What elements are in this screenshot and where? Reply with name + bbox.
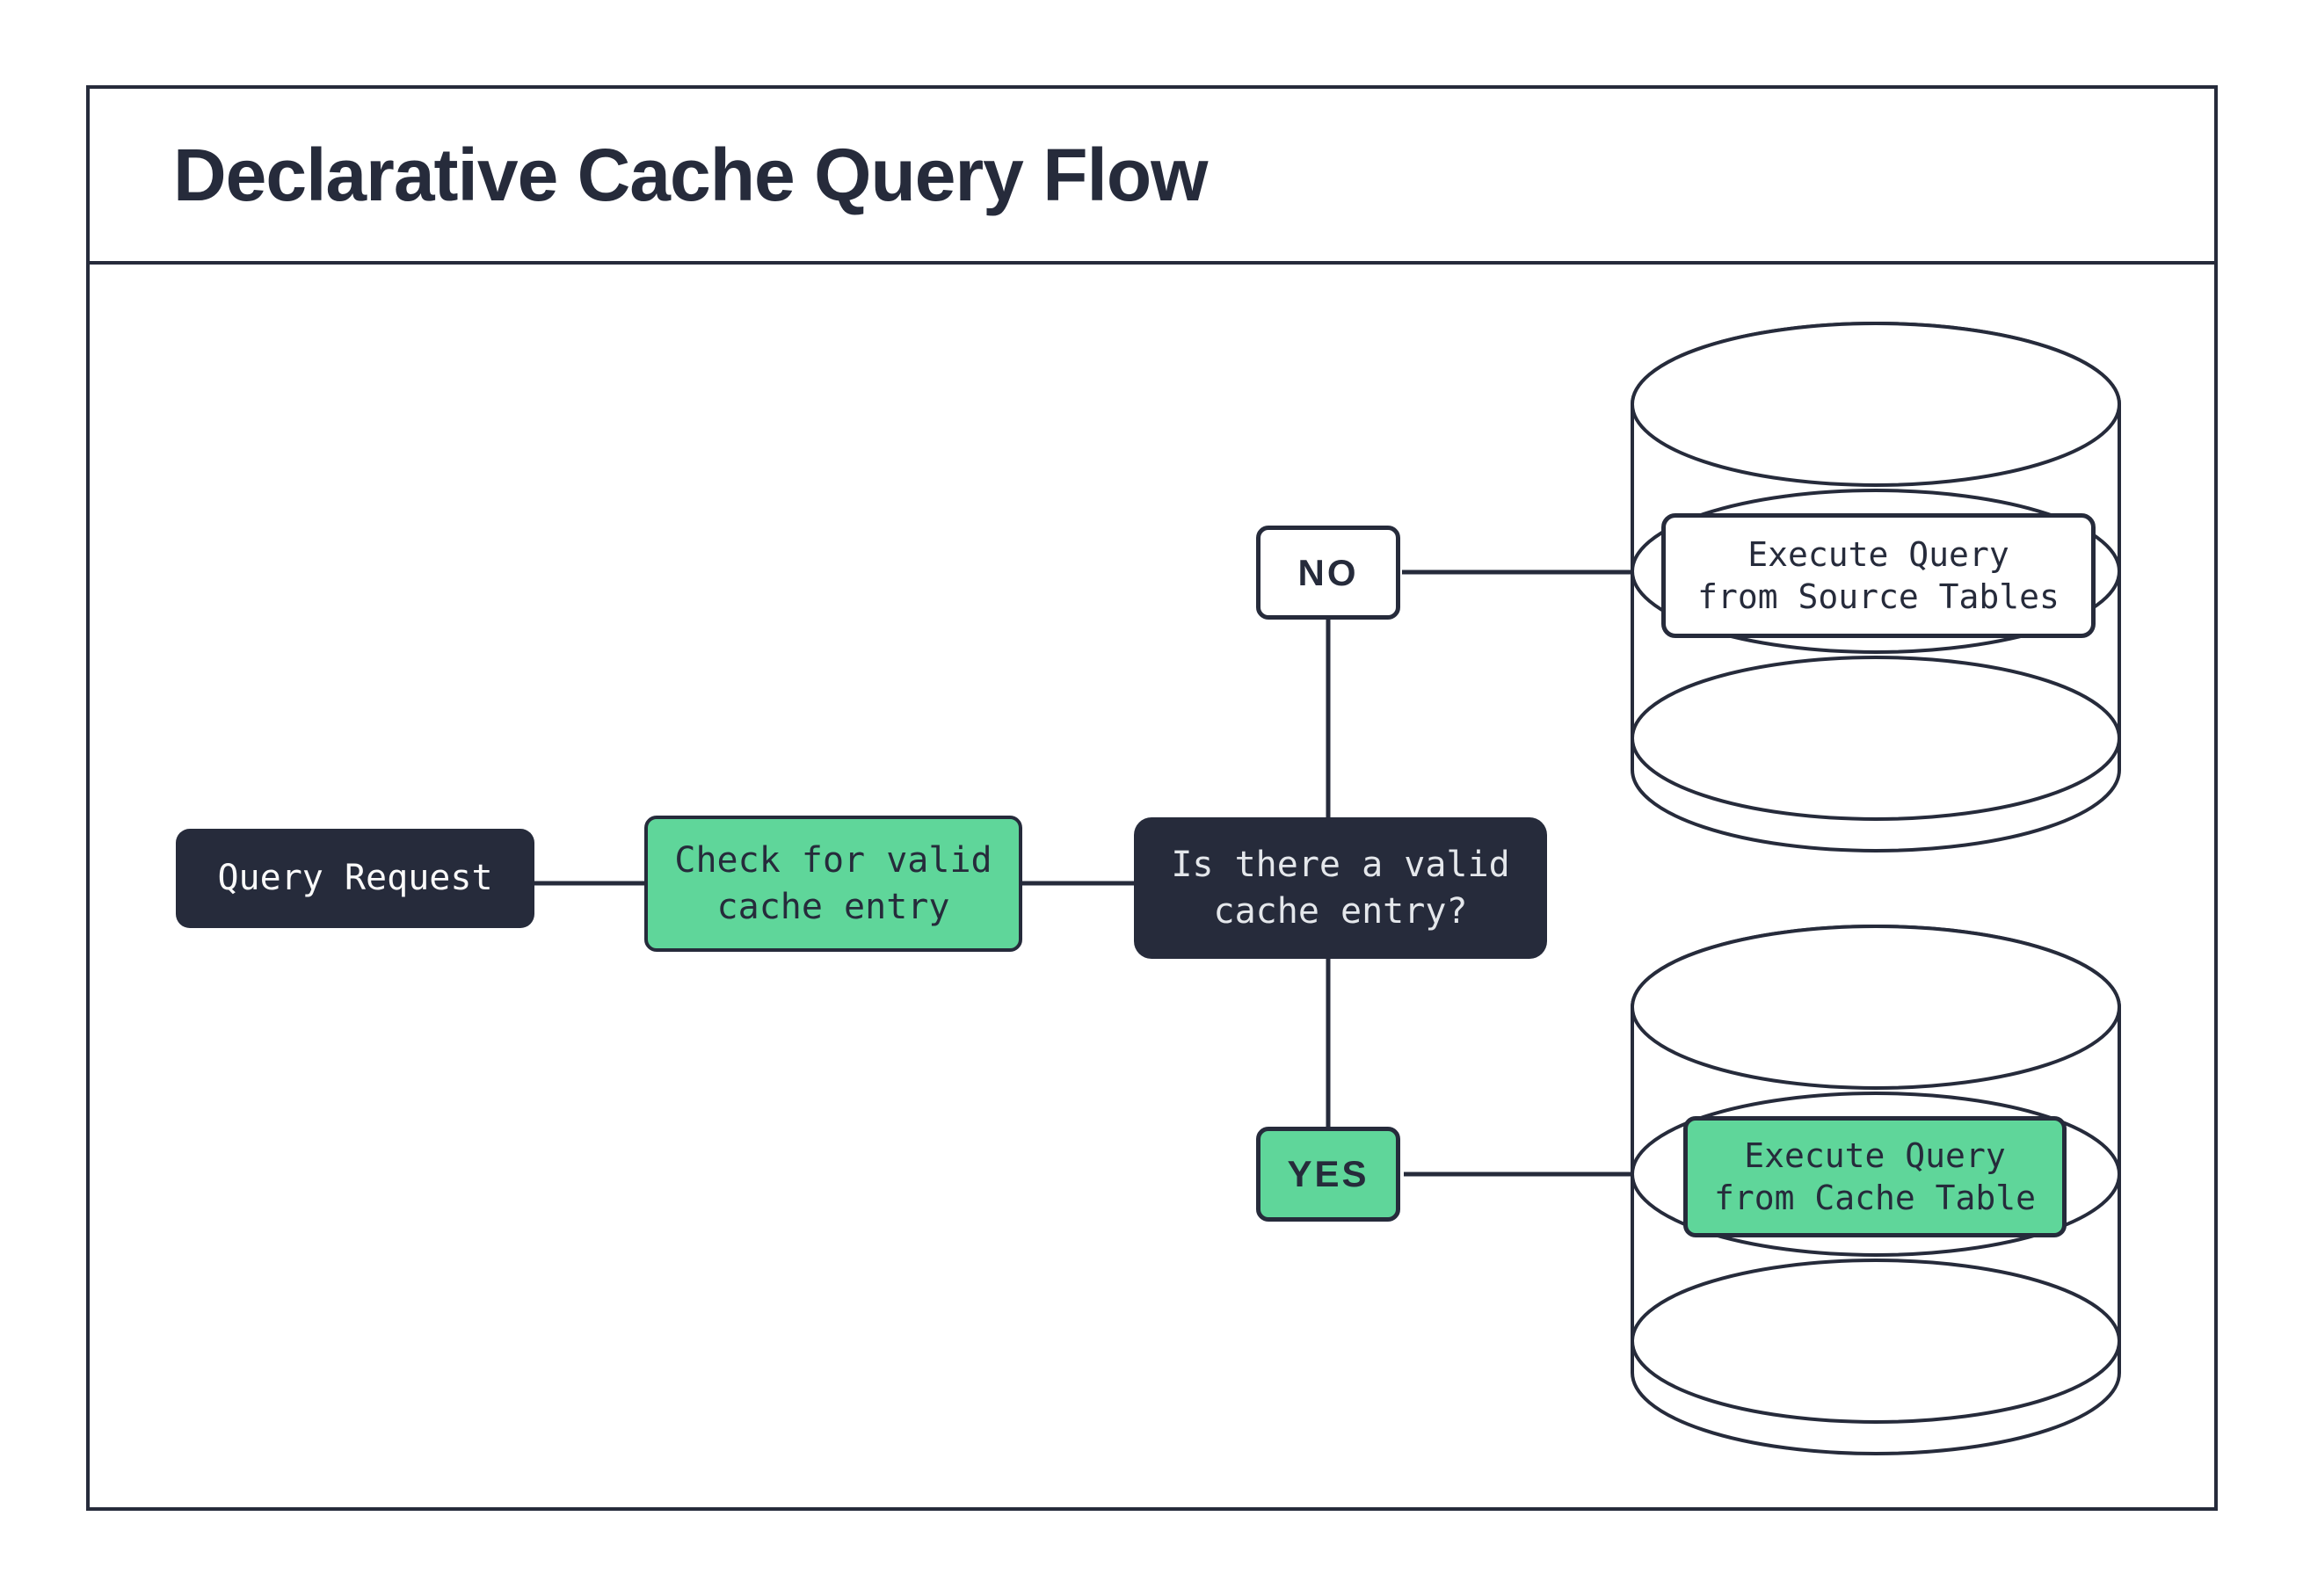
source-label-line2: from Source Tables: [1697, 577, 2060, 616]
query-request-label: Query Request: [217, 858, 493, 898]
yes-branch-label: YES: [1287, 1153, 1369, 1194]
diagram-frame: Declarative Cache Query Flow: [86, 85, 2218, 1511]
cache-label-line1: Execute Query: [1744, 1136, 2006, 1175]
page-title: Declarative Cache Query Flow: [173, 133, 1209, 216]
label-execute-source-tables: Execute Query from Source Tables: [1661, 513, 2096, 638]
decision-line2: cache entry?: [1213, 890, 1468, 932]
node-no-branch: NO: [1256, 526, 1400, 620]
no-branch-label: NO: [1297, 551, 1359, 593]
source-label-line1: Execute Query: [1747, 535, 2009, 574]
check-cache-line2: cache entry: [716, 886, 950, 927]
node-yes-branch: YES: [1256, 1127, 1400, 1222]
node-check-cache: Check for valid cache entry: [644, 816, 1022, 952]
node-query-request: Query Request: [176, 829, 534, 928]
node-decision: Is there a valid cache entry?: [1134, 817, 1547, 959]
check-cache-line1: Check for valid: [674, 839, 992, 881]
label-execute-cache-table: Execute Query from Cache Table: [1683, 1116, 2067, 1237]
decision-line1: Is there a valid: [1171, 844, 1510, 885]
connectors: [534, 569, 1644, 1177]
title-bar: Declarative Cache Query Flow: [90, 89, 2214, 265]
cache-label-line2: from Cache Table: [1713, 1179, 2037, 1217]
